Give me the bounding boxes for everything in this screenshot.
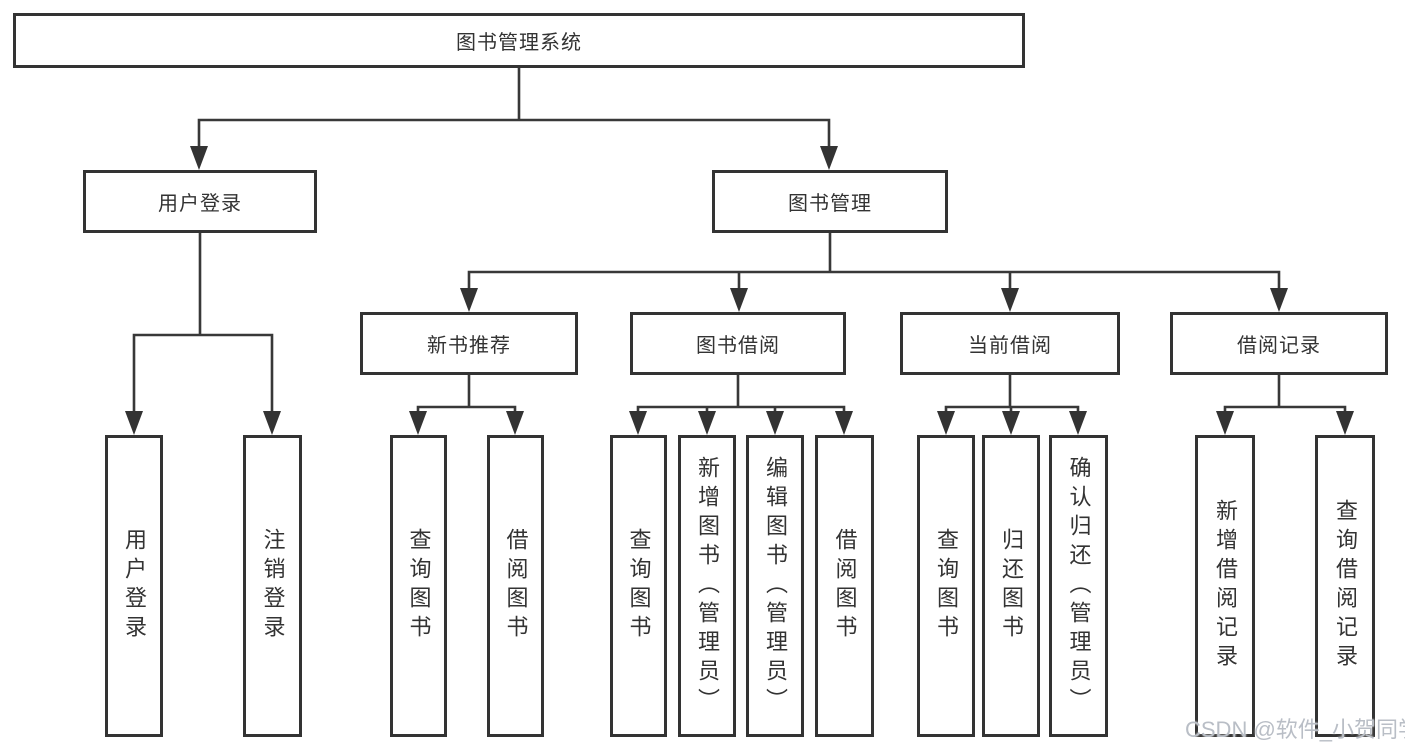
leaf-label: 注销登录 bbox=[260, 528, 286, 644]
leaf-label: 确认归还（管理员） bbox=[1066, 455, 1092, 717]
node-current-borrow: 当前借阅 bbox=[900, 312, 1120, 375]
leaf-label: 用户登录 bbox=[122, 528, 147, 644]
arrowhead-icon bbox=[190, 146, 208, 170]
leaf-query-books-borrow: 查询图书 bbox=[610, 435, 667, 737]
leaf-return-books: 归还图书 bbox=[982, 435, 1040, 737]
leaf-label: 归还图书 bbox=[999, 528, 1024, 644]
leaf-label: 查询图书 bbox=[626, 528, 652, 644]
node-library-system: 图书管理系统 bbox=[13, 13, 1025, 68]
arrowhead-icon bbox=[629, 411, 647, 435]
leaf-label: 查询图书 bbox=[406, 528, 432, 644]
leaf-user-login: 用户登录 bbox=[105, 435, 163, 737]
leaf-add-book-admin: 新增图书（管理员） bbox=[678, 435, 736, 737]
leaf-label: 借阅图书 bbox=[832, 528, 858, 644]
arrowhead-icon bbox=[263, 411, 281, 435]
leaf-label: 查询借阅记录 bbox=[1333, 499, 1358, 673]
arrowhead-icon bbox=[766, 411, 784, 435]
node-user-login: 用户登录 bbox=[83, 170, 317, 233]
leaf-query-borrow-record: 查询借阅记录 bbox=[1315, 435, 1375, 737]
arrowhead-icon bbox=[1002, 411, 1020, 435]
leaf-borrow-books-recommend: 借阅图书 bbox=[487, 435, 544, 737]
leaf-logout: 注销登录 bbox=[243, 435, 302, 737]
arrowhead-icon bbox=[125, 411, 143, 435]
arrowhead-icon bbox=[820, 146, 838, 170]
csdn-watermark: CSDN @软件_小贺同学 bbox=[1185, 717, 1405, 742]
arrowhead-icon bbox=[1001, 288, 1019, 312]
arrowhead-icon bbox=[1336, 411, 1354, 435]
arrowhead-icon bbox=[460, 288, 478, 312]
arrowhead-icon bbox=[1216, 411, 1234, 435]
arrowhead-icon bbox=[409, 411, 427, 435]
leaf-query-books-current: 查询图书 bbox=[917, 435, 975, 737]
node-book-borrow: 图书借阅 bbox=[630, 312, 846, 375]
node-new-book-recommend: 新书推荐 bbox=[360, 312, 578, 375]
arrowhead-icon bbox=[937, 411, 955, 435]
leaf-label: 借阅图书 bbox=[503, 528, 529, 644]
leaf-borrow-books: 借阅图书 bbox=[815, 435, 874, 737]
arrowhead-icon bbox=[1069, 411, 1087, 435]
arrowhead-icon bbox=[1270, 288, 1288, 312]
arrowhead-icon bbox=[835, 411, 853, 435]
node-book-management: 图书管理 bbox=[712, 170, 948, 233]
arrowhead-icon bbox=[730, 288, 748, 312]
arrowhead-icon bbox=[698, 411, 716, 435]
leaf-add-borrow-record: 新增借阅记录 bbox=[1195, 435, 1255, 737]
leaf-label: 新增借阅记录 bbox=[1213, 499, 1238, 673]
leaf-label: 编辑图书（管理员） bbox=[763, 455, 788, 717]
leaf-label: 查询图书 bbox=[934, 528, 959, 644]
leaf-label: 新增图书（管理员） bbox=[695, 455, 720, 717]
arrowhead-icon bbox=[506, 411, 524, 435]
leaf-edit-book-admin: 编辑图书（管理员） bbox=[746, 435, 804, 737]
node-borrow-records: 借阅记录 bbox=[1170, 312, 1388, 375]
leaf-confirm-return-admin: 确认归还（管理员） bbox=[1049, 435, 1108, 737]
leaf-query-books-recommend: 查询图书 bbox=[390, 435, 447, 737]
